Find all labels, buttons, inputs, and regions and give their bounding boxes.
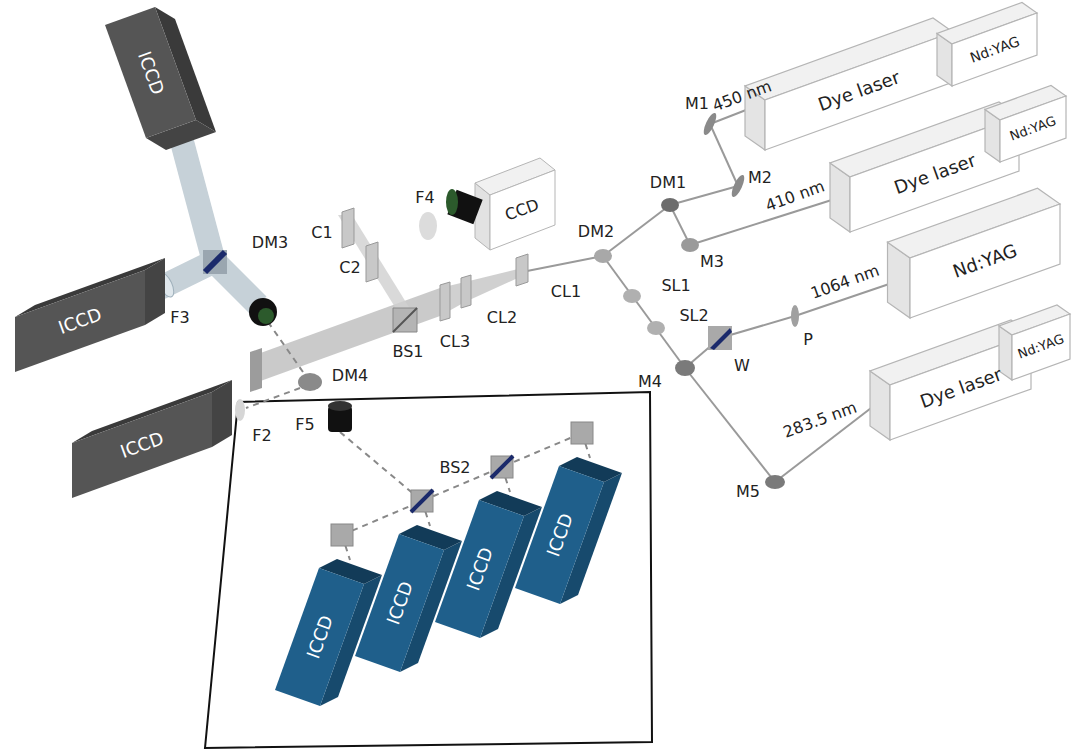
component-label: DM2: [578, 223, 614, 241]
component-label: BS2: [439, 459, 470, 477]
component-label: M4: [638, 373, 662, 391]
component-label: DM3: [252, 234, 288, 252]
iccd-housings: [15, 7, 232, 498]
component-label: W: [734, 357, 750, 375]
component-label: CL1: [551, 283, 581, 301]
component-label: P: [803, 331, 813, 349]
light-sheet: [465, 268, 522, 302]
component-label: F3: [170, 309, 189, 327]
component-label: F5: [295, 416, 314, 434]
component-label: F2: [252, 427, 271, 445]
ccd-camera: [446, 158, 555, 250]
camera-frame: [205, 392, 652, 748]
component-label: DM1: [650, 174, 686, 192]
optics: [235, 111, 799, 489]
component-label: 1064 nm: [808, 262, 881, 303]
component-label: DM4: [332, 367, 368, 385]
component-label: 283.5 nm: [781, 399, 859, 442]
component-label: SL2: [679, 307, 708, 325]
component-label: M1: [685, 95, 709, 113]
iccd-optics: [155, 138, 277, 326]
component-label: F4: [415, 189, 434, 207]
laser-housings: [745, 3, 1070, 441]
component-label: M3: [700, 253, 724, 271]
component-label: 410 nm: [763, 177, 827, 215]
component-label: SL1: [661, 277, 690, 295]
component-label: BS1: [392, 343, 423, 361]
component-label: C2: [339, 259, 360, 277]
component-label: CL3: [440, 333, 470, 351]
iccd-housings-blue: [275, 457, 622, 706]
component-label: M2: [748, 169, 772, 187]
component-label: M5: [736, 483, 760, 501]
component-label: CL2: [487, 309, 517, 327]
camera-lens: [328, 401, 352, 432]
beam-dump: [250, 348, 262, 392]
component-label: C1: [311, 224, 332, 242]
